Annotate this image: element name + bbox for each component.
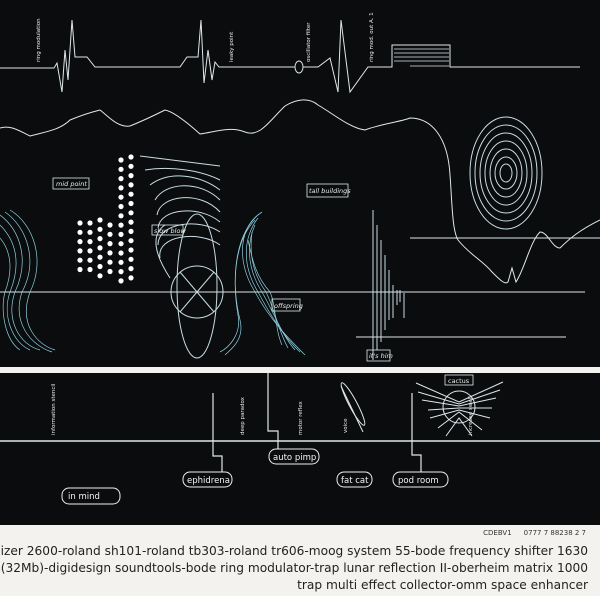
- dot: [128, 173, 134, 179]
- dot: [128, 275, 134, 281]
- dot: [128, 228, 134, 234]
- dot: [77, 229, 83, 235]
- dot: [97, 263, 103, 270]
- cactus-sun: [415, 381, 504, 437]
- device-label: increase swell: [468, 396, 474, 435]
- dot: [128, 247, 134, 253]
- dot: [97, 254, 103, 260]
- dot: [77, 220, 83, 226]
- track-label-ephidrena: ephidrena: [187, 476, 230, 486]
- device-label: deep paradox: [240, 396, 246, 435]
- credits-line: synthesizer 2600-roland sh101-roland tb3…: [0, 544, 588, 558]
- dot: [87, 239, 93, 245]
- track-label-pod-room: pod room: [398, 476, 439, 486]
- voice-ellipse: [340, 382, 366, 433]
- dot: [107, 250, 113, 256]
- track-label-mid-point: mid point: [56, 180, 87, 188]
- track-label-in-mind: in mind: [68, 492, 100, 502]
- dot: [128, 200, 134, 207]
- dot: [128, 154, 134, 160]
- contour-strands-center: [219, 211, 306, 356]
- contour-strands-left: [0, 209, 56, 353]
- catalog-code: CDEBV1: [483, 529, 512, 537]
- track-label-tall-buildings: tall buildings: [309, 187, 351, 195]
- track-label-offspring: offspring: [274, 302, 303, 310]
- dot: [97, 236, 103, 242]
- wave-label: ring mod. out A. 1: [369, 12, 375, 62]
- dot: [128, 163, 134, 169]
- dot: [87, 248, 93, 254]
- dot: [107, 259, 113, 265]
- dot: [107, 268, 113, 275]
- mountain-line: [0, 99, 600, 284]
- dot: [77, 248, 83, 254]
- dot: [118, 213, 124, 219]
- track-label-fat-cat: fat cat: [341, 476, 369, 486]
- connector-line: [212, 393, 223, 472]
- dot: [128, 210, 134, 216]
- catalog-number: CDEBV1 0777 7 88238 2 7: [471, 529, 586, 537]
- stripe-box: [394, 48, 449, 67]
- dot: [107, 222, 113, 228]
- dot: [97, 245, 103, 251]
- track-label-auto-pimp: auto pimp: [273, 453, 316, 463]
- dot: [87, 257, 93, 263]
- dot: [118, 203, 124, 210]
- dot: [118, 157, 124, 163]
- dot: [118, 194, 124, 200]
- dot: [107, 231, 113, 237]
- wave-label: oscillator filter: [306, 22, 312, 62]
- top-panel: [0, 0, 600, 367]
- connector-line: [411, 393, 422, 472]
- dot: [128, 256, 134, 262]
- waveform-line: [0, 19, 580, 94]
- dot: [118, 166, 124, 172]
- dot: [118, 269, 124, 275]
- dot: [118, 176, 124, 182]
- credits-line: nders(32Mb)-digidesign soundtools-bode r…: [0, 561, 588, 575]
- dot: [97, 226, 103, 232]
- dot: [97, 217, 103, 223]
- dot: [77, 239, 83, 245]
- track-label-cactus: cactus: [448, 377, 470, 385]
- barcode-number: 0777 7 88238 2 7: [523, 529, 586, 537]
- connector-line: [267, 373, 279, 449]
- dot: [118, 185, 124, 191]
- device-label: information stencil: [51, 383, 57, 435]
- dot: [77, 257, 83, 263]
- dot: [118, 278, 124, 284]
- dot: [118, 259, 124, 265]
- dot: [118, 231, 124, 237]
- wave-label: ring modulation: [36, 18, 42, 62]
- dot: [128, 219, 134, 225]
- device-label: voice: [343, 418, 349, 433]
- building-bars: [372, 210, 405, 360]
- dot: [87, 229, 93, 235]
- dot: [87, 220, 93, 226]
- dot: [77, 266, 83, 273]
- dot-matrix: [77, 154, 134, 284]
- dot: [87, 266, 93, 273]
- track-label-its-him: it's him: [369, 352, 393, 360]
- dot: [97, 273, 103, 279]
- dot: [128, 266, 134, 272]
- dot: [128, 238, 134, 244]
- track-label-slow-blow: slow blow: [154, 227, 186, 235]
- dot: [118, 250, 124, 256]
- dot: [107, 241, 113, 247]
- oscillator-circle: [294, 60, 304, 74]
- wave-label: leaky point: [229, 31, 235, 62]
- credits-line: trap multi effect collector-omm space en…: [297, 578, 588, 592]
- dot: [118, 222, 124, 228]
- concentric-rings: [469, 116, 543, 230]
- dot: [128, 182, 134, 188]
- device-label: motor reflex: [298, 400, 304, 435]
- dot: [118, 241, 124, 247]
- dot: [128, 191, 134, 197]
- crossed-circle: [170, 213, 224, 359]
